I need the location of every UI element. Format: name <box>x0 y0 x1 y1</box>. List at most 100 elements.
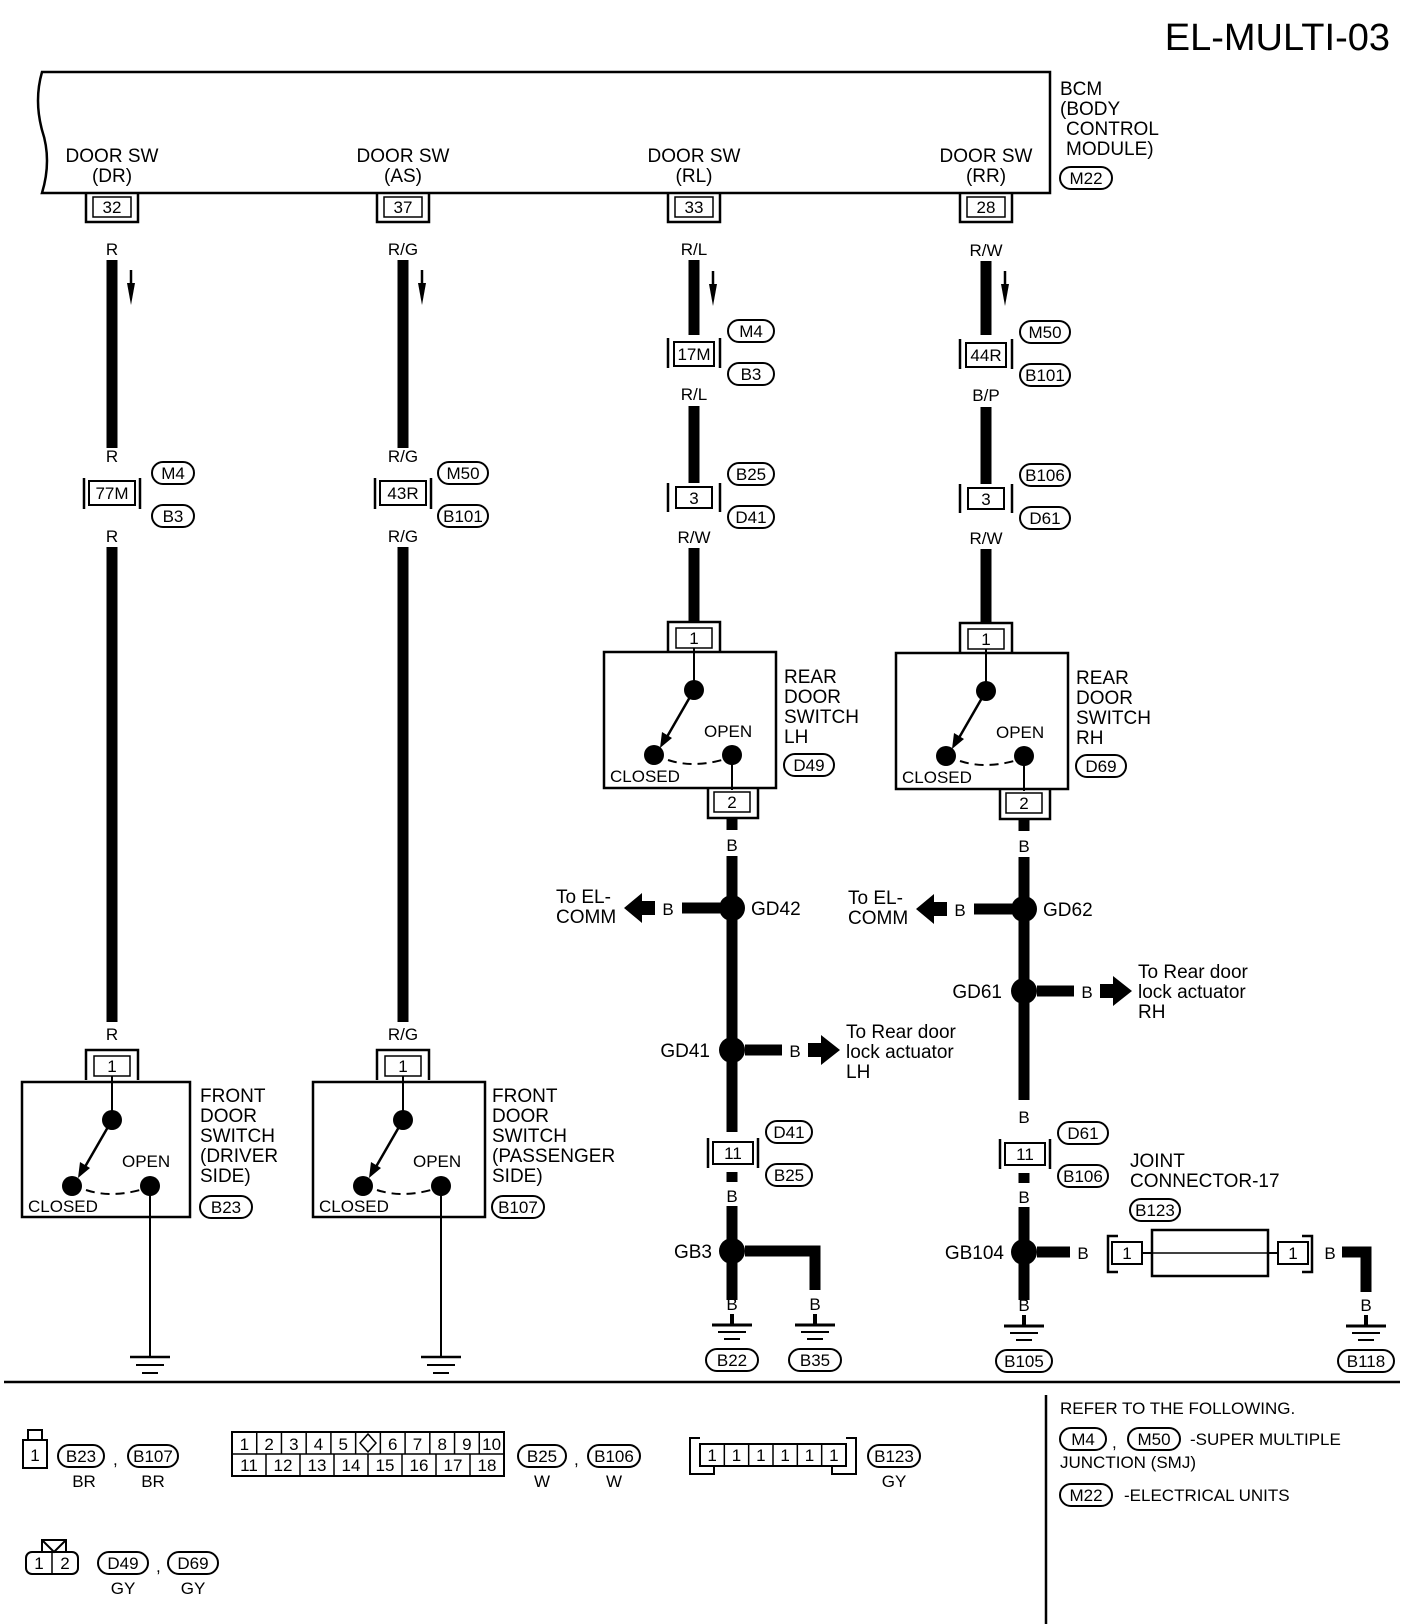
switch-name: REAR <box>784 667 837 688</box>
pin-label: 1 <box>756 1446 765 1465</box>
branch-label: lock actuator <box>1138 982 1246 1003</box>
switch-name: LH <box>784 727 808 748</box>
pin-label: 2 <box>727 793 736 812</box>
wire-color: B <box>1324 1244 1335 1263</box>
switch-closed-label: CLOSED <box>319 1197 389 1216</box>
bcm-connector-label: M22 <box>1069 169 1102 188</box>
switch-open-label: OPEN <box>413 1152 461 1171</box>
wire-color: B <box>809 1295 820 1314</box>
connector-tag: B23 <box>211 1198 241 1217</box>
pin-label: 2 <box>264 1435 273 1454</box>
pin-label: 77M <box>95 484 128 503</box>
pin-label: 1 <box>1288 1244 1297 1263</box>
pin-label: 1 <box>1122 1244 1131 1263</box>
junction-label: GD42 <box>751 899 801 920</box>
switch-name: REAR <box>1076 668 1129 689</box>
refer-heading: REFER TO THE FOLLOWING. <box>1060 1399 1295 1418</box>
switch-name: SWITCH <box>492 1126 567 1147</box>
wire-color: B <box>726 1295 737 1314</box>
refer-text: -SUPER MULTIPLE <box>1190 1430 1341 1449</box>
wire-color: B <box>1081 983 1092 1002</box>
pin-label: 1 <box>707 1446 716 1465</box>
wire-color: B <box>1018 1296 1029 1315</box>
wire-dr: R R R R <box>106 240 118 1044</box>
junction-gb3: GB3 B B <box>674 1238 821 1324</box>
pin-label: 3 <box>981 490 990 509</box>
branch-label: lock actuator <box>846 1042 954 1063</box>
switch-name: (PASSENGER <box>492 1146 615 1167</box>
connector-tag: B106 <box>1025 466 1065 485</box>
wire-color: R <box>106 240 118 259</box>
bcm-term-rl-l1: DOOR SW <box>648 146 741 167</box>
flow-arrow-icon <box>418 283 426 305</box>
pin-label: 12 <box>274 1456 293 1475</box>
bcm-name-2: (BODY <box>1060 99 1121 120</box>
ground-tag: B105 <box>1004 1352 1044 1371</box>
inline-connector-rl-2: 3 B25 D41 <box>666 462 775 529</box>
connector-tag: B101 <box>443 507 483 526</box>
separator: , <box>1112 1433 1117 1452</box>
connector-tag: B3 <box>741 365 762 384</box>
inline-connector-rr-1: 44R M50 B101 <box>958 320 1071 387</box>
connector-tag: M50 <box>1137 1430 1170 1449</box>
bcm-term-dr-l2: (DR) <box>92 166 132 187</box>
pin-label: 16 <box>410 1456 429 1475</box>
inline-connector-rl-1: 17M M4 B3 <box>666 319 775 386</box>
arrow-left-icon <box>624 893 655 923</box>
junction-gd61: GD61 B To Rear door lock actuator RH <box>952 962 1248 1023</box>
ground-symbol-icon: B105 <box>995 1324 1053 1373</box>
junction-label: GD61 <box>952 982 1002 1003</box>
pin-label: 11 <box>1016 1145 1034 1164</box>
junction-gd62: GD62 B To EL- COMM <box>848 888 1093 929</box>
branch-label: To Rear door <box>1138 962 1249 983</box>
connector-color: BR <box>72 1472 96 1491</box>
arrow-left-icon <box>916 894 947 924</box>
switch-name: DOOR <box>200 1106 257 1127</box>
pin-label: 1 <box>240 1435 249 1454</box>
wire-rl: R/L R/L R/W <box>677 240 711 622</box>
ground-symbol-icon: B118 <box>1337 1324 1395 1373</box>
wire-as: R/G R/G R/G R/G <box>388 240 418 1044</box>
pin-label: 37 <box>394 198 413 217</box>
pin-label: 14 <box>342 1456 361 1475</box>
connector-tag: D41 <box>773 1123 804 1142</box>
wire-color: B <box>662 900 673 919</box>
junction-gb104: GB104 B 1 1 B B B <box>945 1228 1372 1325</box>
pin-label: 2 <box>60 1554 69 1573</box>
wire-color: R/G <box>388 240 418 259</box>
legend-connector-1pin: 1 B23 , B107 BR BR <box>22 1429 179 1491</box>
joint-connector-17: JOINT CONNECTOR-17 B123 <box>1129 1151 1280 1222</box>
pin-label: 13 <box>308 1456 327 1475</box>
connector-color: GY <box>111 1579 136 1598</box>
bcm-name-3: CONTROL <box>1066 119 1159 140</box>
wire-color: R/L <box>681 385 707 404</box>
connector-color: W <box>606 1472 622 1491</box>
front-door-switch-passenger: 1 OPEN CLOSED FRONT DOOR SWITCH (PASSENG… <box>311 1048 615 1356</box>
rear-door-switch-rh: 1 OPEN CLOSED 2 REAR DOOR SWITCH RH D69 <box>894 621 1151 821</box>
bcm-term-dr-l1: DOOR SW <box>66 146 159 167</box>
switch-closed-label: CLOSED <box>902 768 972 787</box>
switch-name: SIDE) <box>200 1166 251 1187</box>
connector-tag: D61 <box>1067 1124 1098 1143</box>
connector-tag: B23 <box>66 1447 96 1466</box>
ground-symbol-icon <box>421 1355 461 1374</box>
wire-rr: R/W B/P R/W <box>969 241 1003 623</box>
joint-connector-name: CONNECTOR-17 <box>1130 1171 1280 1192</box>
pin-label: 1 <box>34 1554 43 1573</box>
wire-color: B <box>1018 837 1029 856</box>
pin-label: 1 <box>732 1446 741 1465</box>
pin-label: 11 <box>724 1144 742 1163</box>
wire-color: B <box>1360 1296 1371 1315</box>
joint-connector-name: JOINT <box>1130 1151 1185 1172</box>
bcm-pin-33: 33 <box>666 193 722 224</box>
wire-rl-ground: B B <box>726 818 738 1132</box>
connector-tag: D49 <box>107 1554 138 1573</box>
pin-label: 7 <box>413 1435 422 1454</box>
connector-tag: M50 <box>446 464 479 483</box>
refer-text: -ELECTRICAL UNITS <box>1124 1486 1290 1505</box>
switch-name: RH <box>1076 728 1103 749</box>
connector-tag: M4 <box>1071 1430 1095 1449</box>
pin-label: 8 <box>437 1435 446 1454</box>
bcm-term-as-l2: (AS) <box>384 166 422 187</box>
